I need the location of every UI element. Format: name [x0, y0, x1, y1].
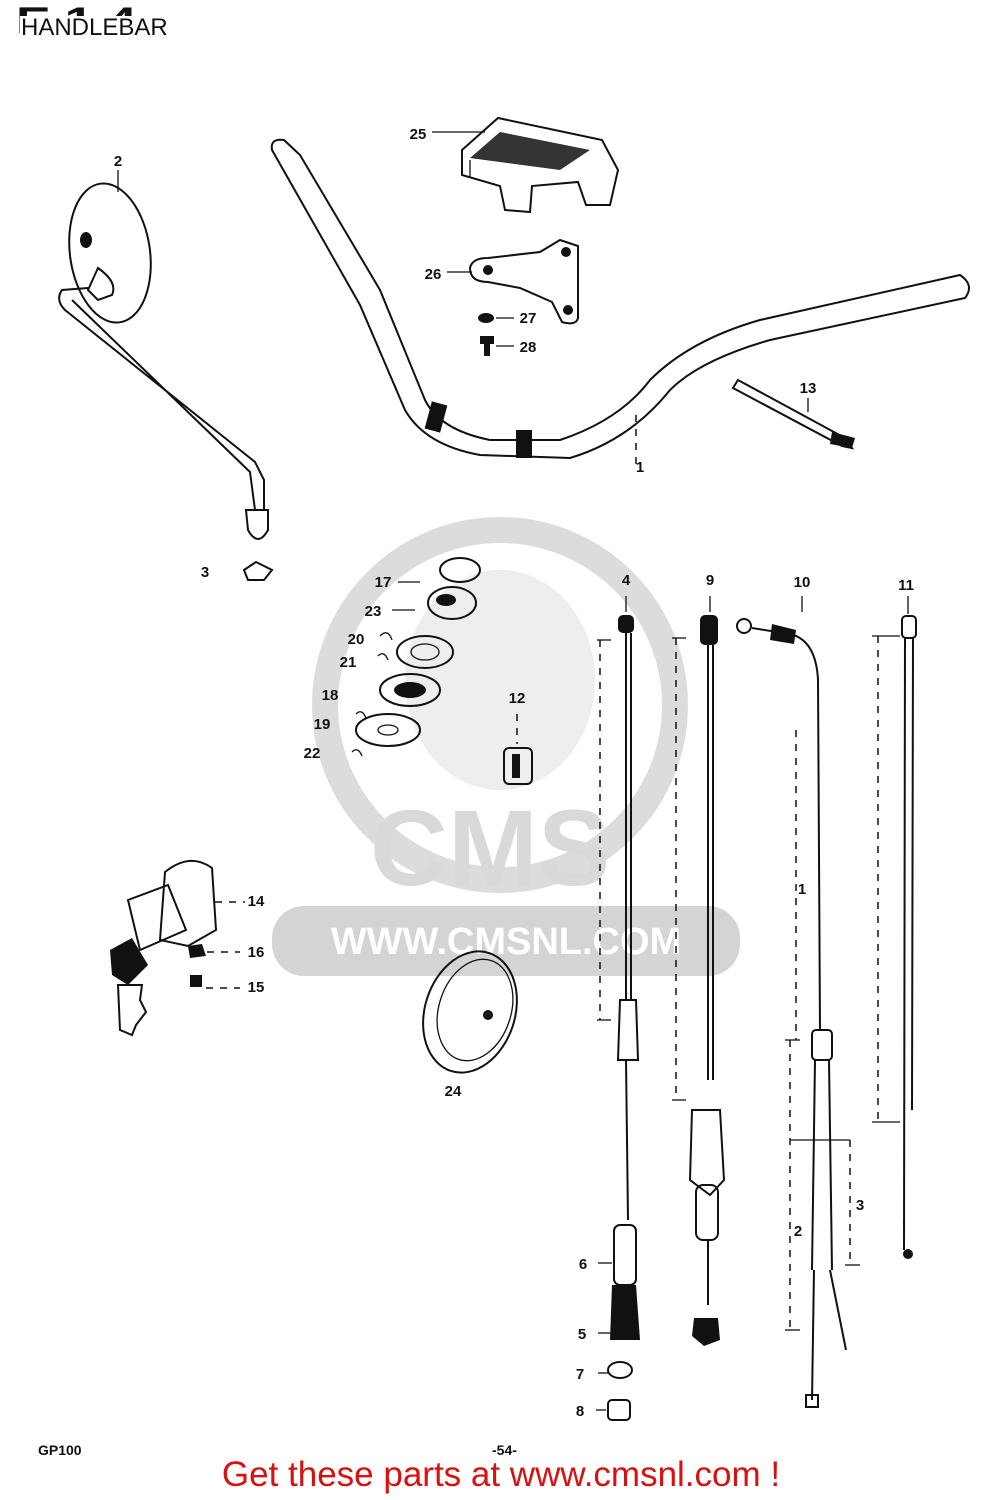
- ignition-switch-drawing: [110, 860, 218, 1037]
- mirror-drawing: [58, 182, 269, 540]
- nut-3: [242, 560, 274, 581]
- part-number-17: 17: [375, 574, 392, 591]
- handlebar-drawing: [270, 138, 970, 470]
- clip-12: [503, 747, 533, 785]
- part-number-5: 5: [578, 1326, 586, 1343]
- nut-27: [478, 313, 494, 323]
- dimension-label-2: 2: [794, 1223, 802, 1240]
- watermark-url: WWW.CMSNL.COM: [331, 921, 681, 963]
- part-number-13: 13: [800, 380, 817, 397]
- page-title: HANDLEBAR: [20, 14, 169, 41]
- part-number-24: 24: [445, 1083, 462, 1100]
- cable-4-drawing: [597, 596, 640, 1421]
- handlebar-knurl-left: [424, 401, 448, 433]
- part-number-3: 3: [201, 564, 209, 581]
- part-number-15: 15: [248, 979, 265, 996]
- part-number-27: 27: [520, 310, 537, 327]
- handlebar-holder-drawing: [461, 116, 620, 214]
- parts-link-banner[interactable]: Get these parts at www.cmsnl.com !: [221, 1455, 781, 1494]
- part-number-12: 12: [509, 690, 526, 707]
- bolt-28: [480, 336, 494, 356]
- watermark-ring: [312, 517, 688, 893]
- part-number-26: 26: [425, 266, 442, 283]
- part-number-18: 18: [322, 687, 339, 704]
- part-number-25: 25: [410, 126, 427, 143]
- part-number-10: 10: [794, 574, 811, 591]
- part-number-14: 14: [248, 893, 265, 910]
- dimension-label-1: 1: [798, 881, 806, 898]
- part-number-21: 21: [340, 654, 357, 671]
- cable-10-drawing: [736, 596, 860, 1408]
- watermark-mascot: [405, 570, 595, 790]
- watermark-brand: CMS: [370, 787, 610, 908]
- part-number-9: 9: [706, 572, 714, 589]
- part-number-8: 8: [576, 1403, 584, 1420]
- part-number-2: 2: [114, 153, 122, 170]
- part-number-16: 16: [248, 944, 265, 961]
- handlebar-knurl-right: [516, 430, 532, 458]
- part-number-6: 6: [579, 1256, 587, 1273]
- bracket-drawing: [468, 238, 579, 325]
- washer-stack-drawing: [351, 557, 481, 757]
- part-number-7: 7: [576, 1366, 584, 1383]
- part-number-20: 20: [348, 631, 365, 648]
- cable-9-drawing: [672, 596, 726, 1346]
- watermark-url-bar: [272, 906, 740, 976]
- part-number-11: 11: [898, 577, 914, 594]
- cable-11-drawing: [872, 596, 917, 1259]
- part-number-22: 22: [304, 745, 321, 762]
- dimension-label-3: 3: [856, 1197, 864, 1214]
- cms-watermark: CMS WWW.CMSNL.COM: [272, 517, 740, 976]
- part-number-28: 28: [520, 339, 537, 356]
- part-number-1: 1: [636, 459, 644, 476]
- part-number-4: 4: [622, 572, 631, 589]
- rod-13-drawing: [731, 378, 855, 450]
- part-number-23: 23: [365, 603, 382, 620]
- part-number-19: 19: [314, 716, 331, 733]
- meter-24-drawing: [422, 950, 518, 1074]
- model-label: GP100: [38, 1442, 82, 1458]
- page-number: -54-: [492, 1442, 517, 1458]
